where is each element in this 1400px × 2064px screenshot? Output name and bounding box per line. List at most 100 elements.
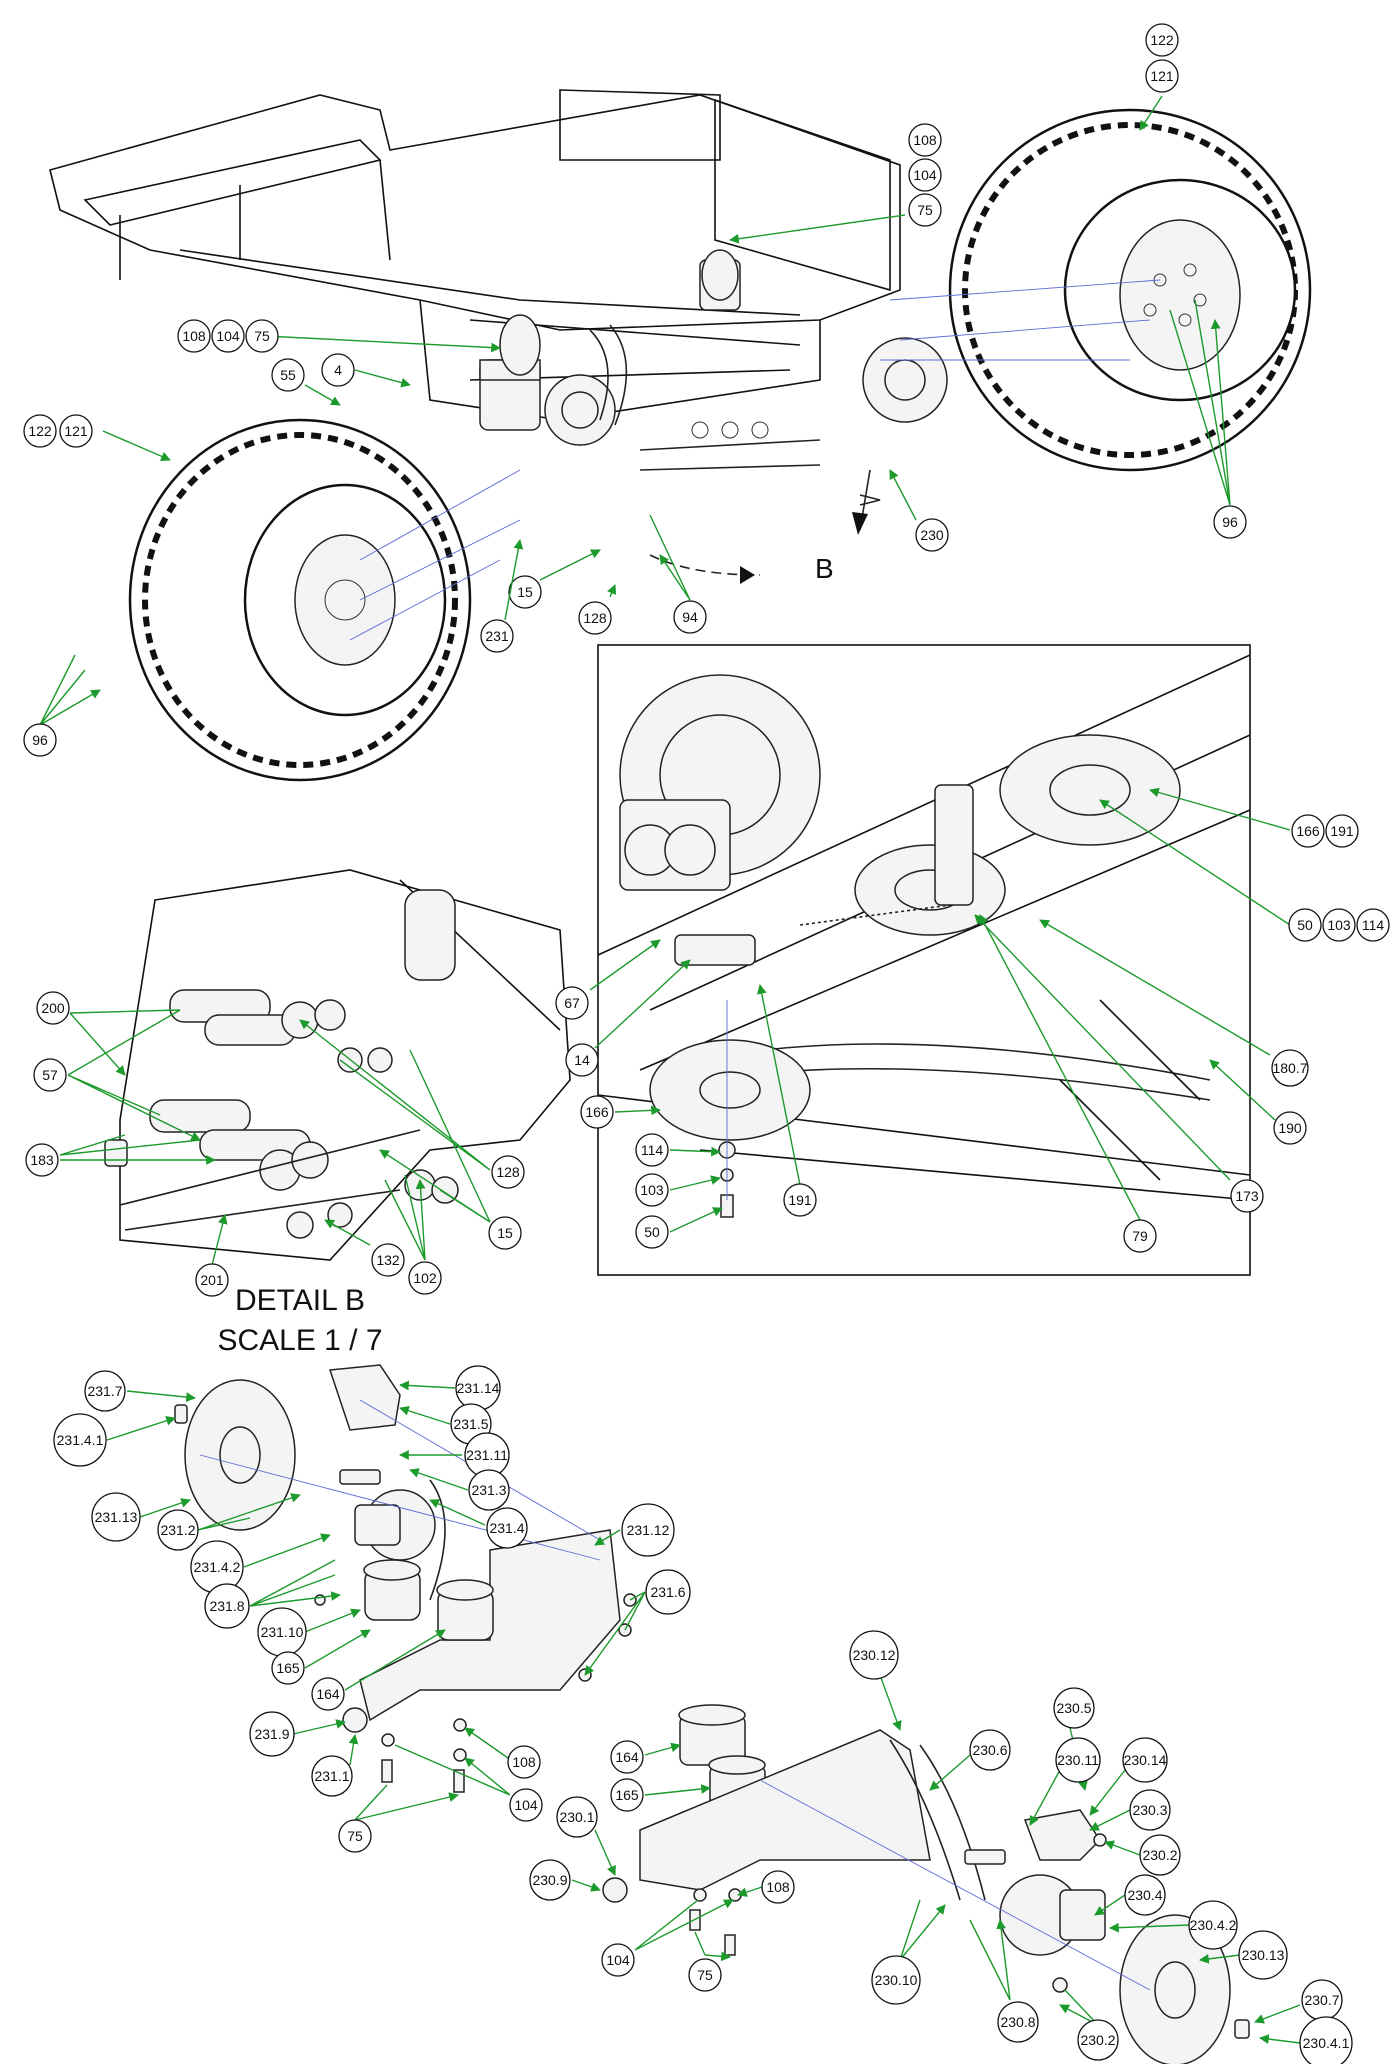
svg-text:164: 164 [615, 1749, 639, 1765]
left-rear-tire [128, 418, 521, 782]
callout-230-2-top: 230.2 [1139, 1834, 1181, 1876]
callout-230-12: 230.12 [849, 1630, 899, 1680]
callout-50-inset-right: 50 [1288, 908, 1322, 942]
callout-191-inset-bottom: 191 [783, 1183, 817, 1217]
svg-text:75: 75 [254, 328, 270, 344]
svg-text:230.9: 230.9 [532, 1872, 567, 1888]
callout-132: 132 [371, 1243, 405, 1277]
svg-text:121: 121 [1150, 68, 1174, 84]
callout-230-4-2: 230.4.2 [1188, 1900, 1238, 1950]
callout-4: 4 [321, 353, 355, 387]
svg-text:231.12: 231.12 [627, 1522, 670, 1538]
svg-text:231.10: 231.10 [261, 1624, 304, 1640]
svg-text:79: 79 [1132, 1228, 1148, 1244]
callout-231-4: 231.4 [486, 1507, 528, 1549]
svg-text:94: 94 [682, 609, 698, 625]
svg-text:165: 165 [615, 1787, 639, 1803]
callout-180-7: 180.7 [1271, 1049, 1309, 1087]
svg-text:114: 114 [1362, 917, 1385, 933]
callout-231-2-left: 231.2 [157, 1509, 199, 1551]
callout-15-detail: 15 [488, 1216, 522, 1250]
svg-text:183: 183 [30, 1152, 54, 1168]
svg-text:230.11: 230.11 [1057, 1752, 1099, 1768]
svg-text:231.11: 231.11 [466, 1447, 508, 1463]
callout-230: 230 [915, 518, 949, 552]
svg-text:180.7: 180.7 [1272, 1060, 1307, 1076]
callout-55: 55 [271, 358, 305, 392]
svg-text:231.8: 231.8 [209, 1598, 244, 1614]
svg-text:230.2: 230.2 [1080, 2032, 1115, 2048]
svg-text:230.13: 230.13 [1242, 1947, 1285, 1963]
svg-text:15: 15 [517, 584, 533, 600]
callout-108-top-right: 108 [908, 123, 942, 157]
svg-text:230: 230 [920, 527, 944, 543]
callout-108-top-left: 108 [177, 319, 211, 353]
callout-166-inset: 166 [1291, 814, 1325, 848]
callout-231-9: 231.9 [249, 1711, 295, 1757]
callouts-detail-b: 200 57 183 201 132 102 15 128 [25, 991, 525, 1297]
svg-text:230.3: 230.3 [1132, 1802, 1167, 1818]
svg-text:75: 75 [697, 1967, 713, 1983]
callout-183: 183 [25, 1143, 59, 1177]
svg-text:122: 122 [28, 423, 52, 439]
callout-191-inset: 191 [1325, 814, 1359, 848]
svg-text:230.8: 230.8 [1000, 2014, 1035, 2030]
callout-15-top: 15 [508, 575, 542, 609]
svg-text:122: 122 [1150, 32, 1174, 48]
svg-text:230.4: 230.4 [1127, 1887, 1162, 1903]
belt-drive-inset [597, 644, 1251, 1276]
callout-121-top-right: 121 [1145, 59, 1179, 93]
callout-14: 14 [565, 1043, 599, 1077]
svg-text:230.1: 230.1 [559, 1809, 594, 1825]
callout-108-231: 108 [507, 1745, 541, 1779]
callout-67: 67 [555, 986, 589, 1020]
svg-text:96: 96 [32, 732, 48, 748]
callout-75-top-left: 75 [245, 319, 279, 353]
svg-text:190: 190 [1278, 1120, 1302, 1136]
callout-166-inset-left: 166 [580, 1095, 614, 1129]
callouts-inset: 166 191 50 103 114 67 14 180.7 190 166 1… [555, 787, 1390, 1253]
callout-230-8: 230.8 [997, 2001, 1039, 2043]
callout-104-231: 104 [509, 1788, 543, 1822]
svg-text:230.5: 230.5 [1056, 1700, 1091, 1716]
callout-128-top: 128 [578, 601, 612, 635]
svg-text:191: 191 [1330, 823, 1354, 839]
svg-text:103: 103 [1327, 917, 1351, 933]
callout-75-231: 75 [338, 1819, 372, 1853]
svg-text:108: 108 [913, 132, 937, 148]
callout-57: 57 [33, 1058, 67, 1092]
svg-text:231.9: 231.9 [254, 1726, 289, 1742]
svg-text:15: 15 [497, 1225, 513, 1241]
callout-230-5: 230.5 [1053, 1687, 1095, 1729]
callout-104-230: 104 [601, 1943, 635, 1977]
callout-122-left: 122 [23, 414, 57, 448]
svg-text:50: 50 [1297, 917, 1313, 933]
callout-165-231: 165 [271, 1651, 305, 1685]
callouts-assembly-231: 231.7 231.14 231.5 231.4.1 231.11 231.3 … [53, 1365, 691, 1853]
svg-text:230.4.2: 230.4.2 [1190, 1917, 1237, 1933]
callout-50-inset-left: 50 [635, 1215, 669, 1249]
svg-text:67: 67 [564, 995, 580, 1011]
svg-text:108: 108 [512, 1754, 536, 1770]
svg-text:121: 121 [64, 423, 88, 439]
svg-text:128: 128 [583, 610, 607, 626]
svg-text:230.14: 230.14 [1124, 1752, 1167, 1768]
assembly-230-drawing [602, 1704, 1250, 2064]
svg-text:231.4.1: 231.4.1 [57, 1432, 104, 1448]
callout-230-4-1: 230.4.1 [1299, 2016, 1353, 2064]
assembly-231-drawing [174, 1364, 637, 1793]
callout-231-11: 231.11 [464, 1432, 510, 1478]
callout-103-inset-right: 103 [1322, 908, 1356, 942]
callout-164-230: 164 [610, 1740, 644, 1774]
callout-231-4-1: 231.4.1 [53, 1413, 107, 1467]
svg-text:201: 201 [200, 1272, 224, 1288]
svg-text:231.4.2: 231.4.2 [194, 1559, 241, 1575]
svg-text:164: 164 [316, 1686, 340, 1702]
callout-231-7: 231.7 [84, 1370, 126, 1412]
callout-231-14: 231.14 [455, 1365, 501, 1411]
svg-text:55: 55 [280, 367, 296, 383]
construction-lines-right [880, 279, 1161, 361]
callout-231-6: 231.6 [645, 1569, 691, 1615]
callout-230-1: 230.1 [556, 1796, 598, 1838]
